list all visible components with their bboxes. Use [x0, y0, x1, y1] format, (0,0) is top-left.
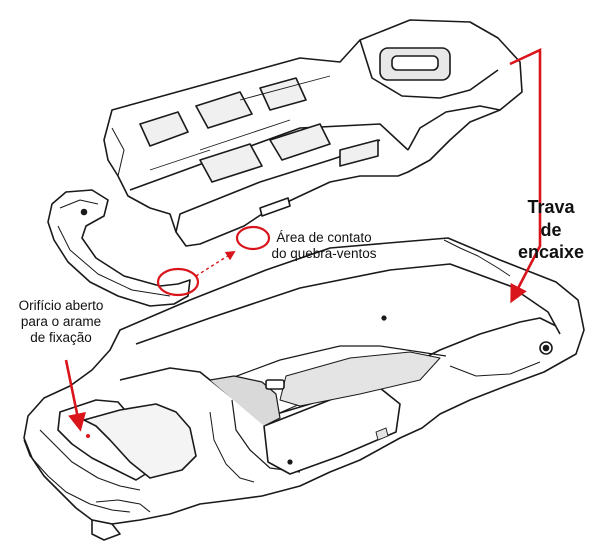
open-hole-label: Orifício aberto para o arame de fixação: [6, 298, 116, 346]
snap-lock-label: Trava de encaixe: [512, 196, 590, 264]
open-hole-dot: [86, 434, 90, 438]
contact-area-label-line1: Área de contato: [276, 230, 372, 245]
contact-area-circle-lower: [156, 267, 200, 297]
open-hole-label-line1: Orifício aberto: [18, 298, 104, 313]
snap-lock-label-line1: Trava: [527, 197, 575, 217]
contact-area-dashed-arrow: [195, 250, 236, 277]
open-hole-arrow: [64, 359, 86, 432]
curved-side-cover: [47, 189, 191, 307]
contact-area-label-line2: do quebra-ventos: [271, 245, 377, 261]
callouts: [64, 47, 542, 438]
open-hole-label-line2: para o arame: [20, 313, 102, 329]
snap-lock-label-line2: de: [540, 219, 562, 240]
open-hole-label-line3: de fixação: [30, 329, 92, 345]
upper-console-tray: [103, 19, 523, 247]
contact-area-label: Área de contato do quebra-ventos: [266, 230, 382, 262]
snap-lock-arrow: [509, 47, 542, 304]
snap-lock-label-line3: encaixe: [517, 242, 585, 262]
contact-area-circle-upper: [235, 225, 271, 251]
